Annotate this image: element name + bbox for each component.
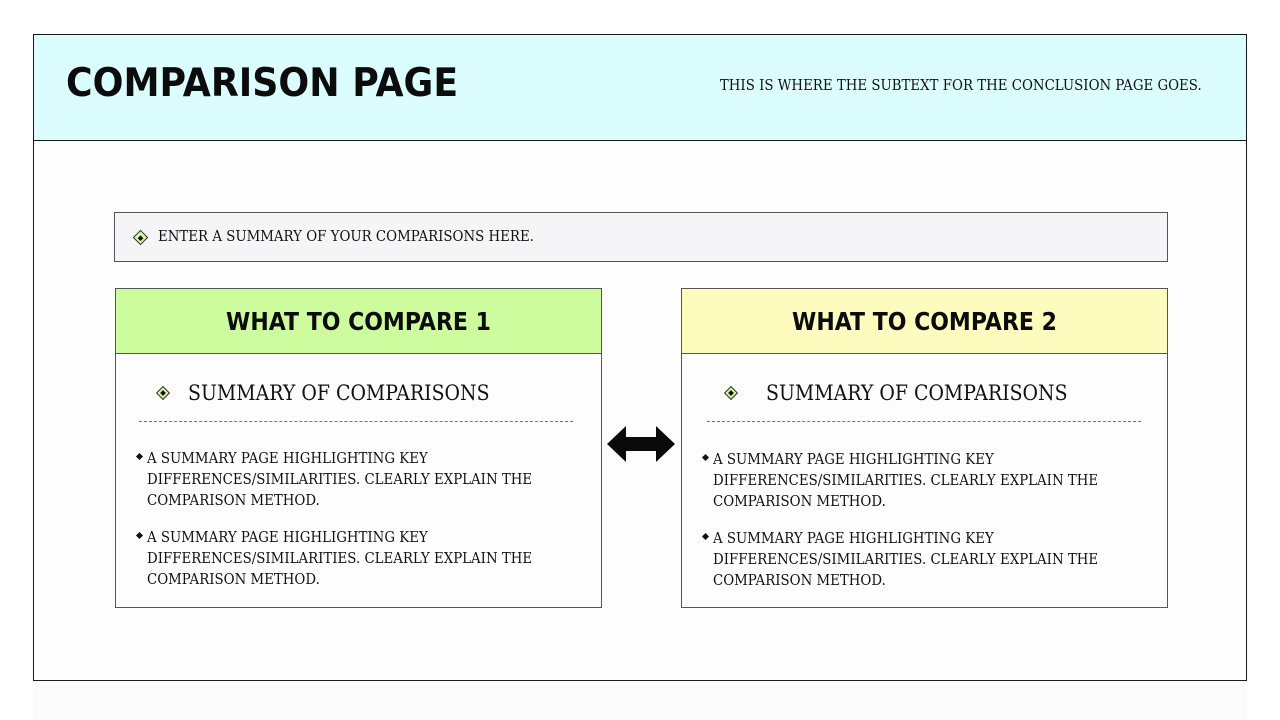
compare-card-1: WHAT TO COMPARE 1 SUMMARY OF COMPARISONS… — [115, 288, 602, 608]
diamond-bullet-icon — [155, 385, 171, 401]
card-subhead: SUMMARY OF COMPARISONS — [155, 381, 523, 405]
list-item: A SUMMARY PAGE HIGHLIGHTING KEY DIFFEREN… — [702, 450, 1152, 513]
double-arrow-icon — [607, 426, 675, 462]
card-title: WHAT TO COMPARE 1 — [226, 306, 491, 336]
summary-bar: ENTER A SUMMARY OF YOUR COMPARISONS HERE… — [114, 212, 1168, 262]
card-header: WHAT TO COMPARE 2 — [682, 289, 1167, 354]
bullet-text: A SUMMARY PAGE HIGHLIGHTING KEY DIFFEREN… — [713, 452, 1099, 510]
bullet-text: A SUMMARY PAGE HIGHLIGHTING KEY DIFFEREN… — [147, 451, 533, 509]
bullet-list: A SUMMARY PAGE HIGHLIGHTING KEY DIFFEREN… — [136, 449, 586, 607]
compare-card-2: WHAT TO COMPARE 2 SUMMARY OF COMPARISONS… — [681, 288, 1168, 608]
slide-header: COMPARISON PAGE THIS IS WHERE THE SUBTEX… — [34, 35, 1246, 141]
card-header: WHAT TO COMPARE 1 — [116, 289, 601, 354]
card-subhead: SUMMARY OF COMPARISONS — [723, 381, 1101, 405]
card-subhead-text: SUMMARY OF COMPARISONS — [188, 381, 490, 405]
summary-text: ENTER A SUMMARY OF YOUR COMPARISONS HERE… — [158, 229, 534, 245]
slide: COMPARISON PAGE THIS IS WHERE THE SUBTEX… — [33, 34, 1247, 681]
list-item: A SUMMARY PAGE HIGHLIGHTING KEY DIFFEREN… — [136, 528, 586, 591]
bullet-text: A SUMMARY PAGE HIGHLIGHTING KEY DIFFEREN… — [713, 531, 1099, 589]
card-subhead-text: SUMMARY OF COMPARISONS — [766, 381, 1068, 405]
dashed-divider — [707, 421, 1141, 422]
list-item: A SUMMARY PAGE HIGHLIGHTING KEY DIFFEREN… — [702, 529, 1152, 592]
card-title: WHAT TO COMPARE 2 — [792, 306, 1057, 336]
diamond-bullet-icon — [132, 229, 149, 245]
dashed-divider — [139, 421, 573, 422]
bullet-list: A SUMMARY PAGE HIGHLIGHTING KEY DIFFEREN… — [702, 450, 1152, 608]
page-title: COMPARISON PAGE — [66, 61, 459, 106]
page-subtext: THIS IS WHERE THE SUBTEXT FOR THE CONCLU… — [720, 78, 1202, 94]
bullet-text: A SUMMARY PAGE HIGHLIGHTING KEY DIFFEREN… — [147, 530, 533, 588]
list-item: A SUMMARY PAGE HIGHLIGHTING KEY DIFFEREN… — [136, 449, 586, 512]
slide-shadow — [33, 681, 1247, 720]
diamond-bullet-icon — [723, 385, 739, 401]
